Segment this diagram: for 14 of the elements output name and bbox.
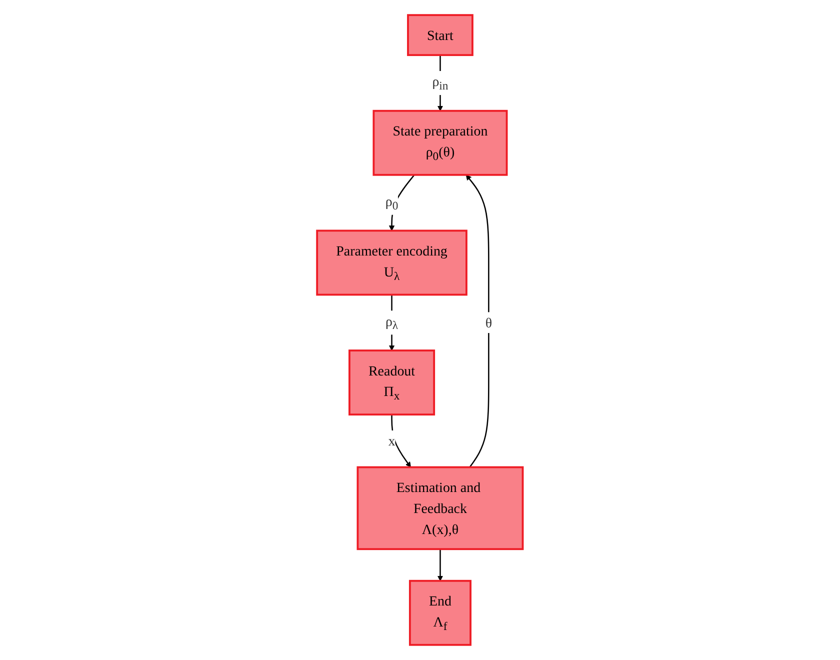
arrow: [466, 174, 490, 468]
edge-label: ρ$_{λ}$: [386, 313, 398, 332]
node-box: Readout Π$_{x}$: [348, 350, 436, 416]
node-box: Parameter encoding U$_{λ}$: [316, 230, 468, 296]
node-box: Estimation and Feedback Λ(x),θ: [356, 466, 524, 550]
edge-label: θ: [485, 314, 492, 331]
node-box: State preparation ρ$_{0}$(θ): [372, 110, 508, 176]
node-box: End Λ$_{f}$: [409, 580, 472, 646]
edge-label: x: [388, 432, 396, 449]
arrow: [391, 414, 412, 468]
edge-label: ρ$_{0}$: [385, 193, 398, 212]
arrow: [438, 549, 444, 582]
edge-label: ρ$_{in}$: [432, 73, 448, 92]
node-box: Start: [407, 14, 474, 56]
